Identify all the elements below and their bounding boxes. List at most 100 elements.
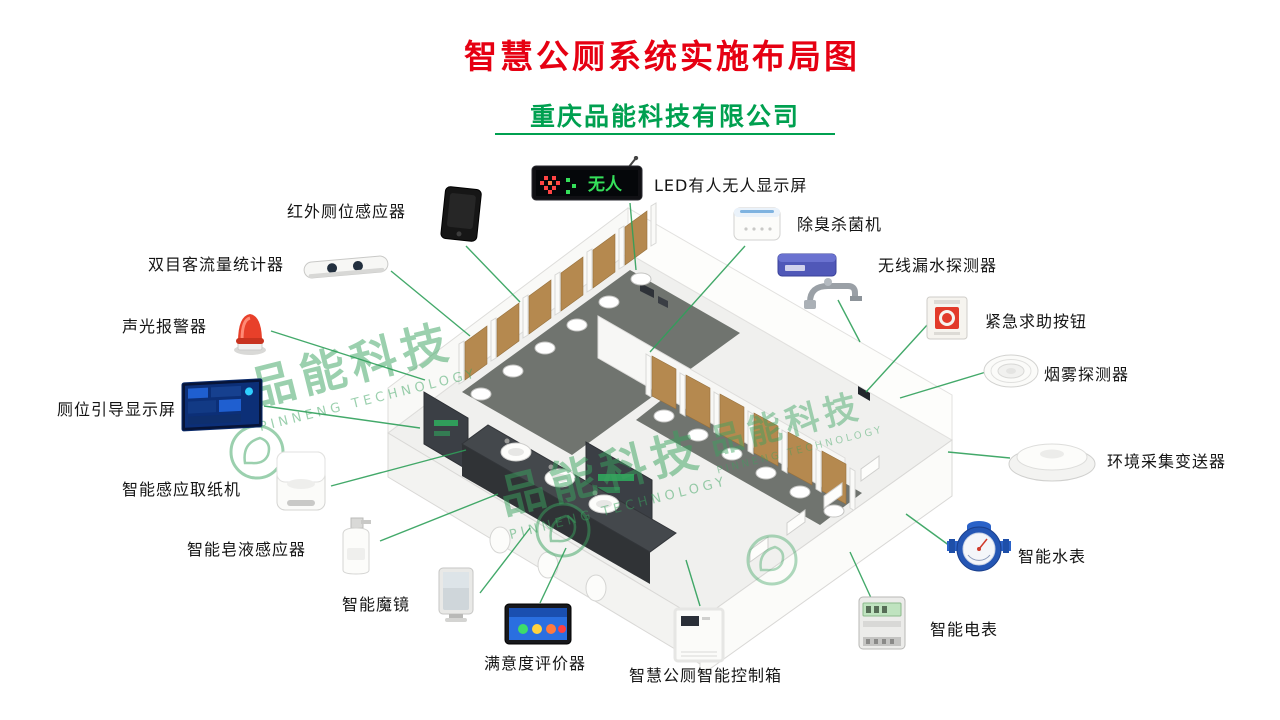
stall-partition	[586, 248, 593, 293]
stall-door	[560, 256, 584, 312]
subtitle-underline	[495, 133, 835, 135]
connector-line	[263, 405, 421, 429]
stall-partition	[522, 294, 529, 339]
label-smart-water-meter: 智能水表	[1018, 547, 1087, 566]
stall-door	[592, 233, 616, 289]
smart-electric-meter-image	[852, 595, 912, 655]
toilets-right	[653, 409, 845, 518]
led-occupancy-display-image: 无人	[530, 155, 644, 208]
connector-line	[899, 371, 987, 399]
toilet	[630, 272, 652, 286]
toilet	[470, 387, 492, 401]
connector-line	[837, 299, 861, 343]
infrared-stall-sensor-image	[434, 184, 488, 250]
stall-door	[685, 374, 711, 429]
washbasin-counter	[461, 424, 677, 602]
counter-front	[462, 444, 650, 584]
stall-doors-left	[464, 210, 648, 381]
stall-door	[787, 431, 813, 486]
smart-water-meter-image	[947, 510, 1011, 584]
connector-line	[685, 559, 701, 607]
smart-mirror-image	[432, 566, 480, 630]
label-satisfaction-evaluator: 满意度评价器	[484, 654, 587, 673]
wall-vent	[658, 296, 668, 308]
stall-partition	[713, 391, 720, 436]
label-smart-mirror: 智能魔镜	[342, 595, 411, 614]
urinal	[823, 482, 843, 509]
toilet	[598, 295, 620, 309]
page-title: 智慧公厕系统实施布局图	[464, 37, 860, 76]
connector-line	[390, 270, 471, 337]
stall-partition	[490, 317, 497, 362]
emergency-help-button-image	[925, 295, 969, 345]
stall-row-left	[458, 202, 657, 385]
stall-row-right	[645, 353, 856, 512]
connector-line	[539, 547, 567, 604]
signage-glow	[598, 474, 634, 481]
signage-panel	[423, 391, 469, 471]
label-smart-electric-meter: 智能电表	[930, 620, 999, 639]
stall-door	[464, 325, 488, 381]
stall-door	[496, 302, 520, 358]
stall-partition	[458, 340, 465, 385]
environment-transmitter-image	[1006, 436, 1098, 488]
company-subtitle: 重庆品能科技有限公司	[529, 102, 800, 131]
sink-basin	[552, 474, 568, 482]
toilet	[534, 341, 556, 355]
signage-glow	[434, 420, 458, 426]
pedestal-bowl	[585, 574, 607, 602]
stall-partition	[747, 410, 754, 455]
wireless-leak-detector-image	[776, 248, 876, 316]
connector-line	[629, 202, 637, 271]
faucet-dot	[504, 438, 510, 444]
urinal	[786, 509, 806, 536]
wall-vent	[640, 283, 654, 298]
faucet-dot	[592, 490, 598, 496]
faucet-image	[804, 278, 862, 309]
urinal	[860, 455, 880, 482]
smart-soap-dispenser-image	[332, 516, 380, 582]
connector-line	[849, 551, 873, 601]
sound-light-alarm-image	[228, 304, 272, 360]
label-stall-guidance-screen: 厕位引导显示屏	[57, 400, 177, 419]
label-sound-light-alarm: 声光报警器	[122, 317, 208, 336]
toilet	[789, 485, 811, 499]
connector-line	[465, 245, 521, 303]
binocular-flow-counter-image	[302, 250, 390, 288]
stall-door	[719, 393, 745, 448]
connector-line	[270, 330, 426, 381]
stall-partition	[618, 225, 625, 270]
connector-line	[479, 527, 531, 594]
toilet	[566, 318, 588, 332]
smart-paper-dispenser-image	[272, 450, 330, 522]
label-emergency-help-button: 紧急求助按钮	[985, 312, 1088, 331]
smart-control-box-image	[671, 606, 727, 668]
stall-partition	[815, 448, 822, 493]
signage-glow	[434, 431, 450, 436]
faucet-dot	[548, 464, 554, 470]
smoke-detector-image	[982, 351, 1040, 395]
label-smoke-detector: 烟雾探测器	[1044, 365, 1130, 384]
toilet	[653, 409, 675, 423]
label-led-occupancy-display: LED有人无人显示屏	[654, 176, 808, 195]
stall-door	[651, 355, 677, 410]
stall-door	[528, 279, 552, 335]
watermark-logo	[746, 534, 798, 586]
label-smart-control-box: 智慧公厕智能控制箱	[629, 666, 783, 685]
stall-partition	[554, 271, 561, 316]
label-binocular-flow-counter: 双目客流量统计器	[148, 255, 285, 274]
pedestal-bowl	[489, 526, 511, 554]
deodorizing-sterilizer-image	[732, 202, 784, 250]
back-right-wall	[627, 207, 953, 441]
connector-lines	[263, 202, 1011, 607]
toilets-left	[470, 272, 652, 401]
building-illustration	[387, 202, 953, 677]
label-wireless-leak-detector: 无线漏水探测器	[878, 256, 998, 275]
stall-partition	[781, 429, 788, 474]
stall-partition	[849, 467, 856, 512]
toilet	[823, 504, 845, 518]
signage-glow	[598, 487, 620, 493]
stall-door	[624, 210, 648, 266]
